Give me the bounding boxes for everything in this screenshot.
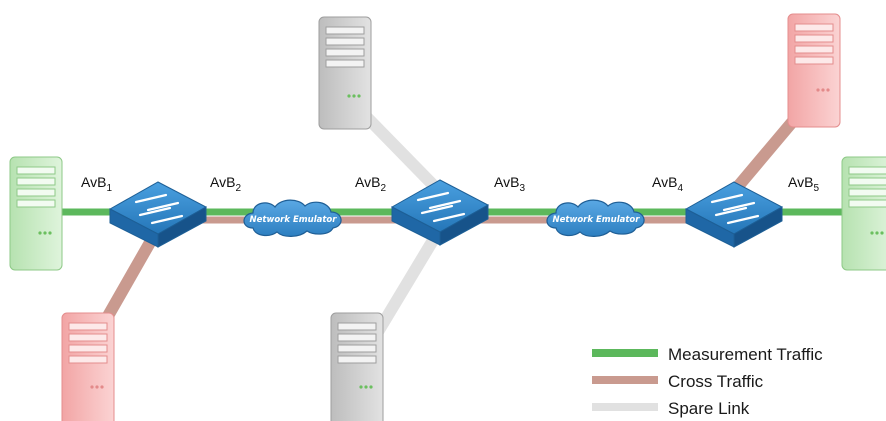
hop-label-1: AvB1 [81, 174, 112, 194]
switch-2 [390, 179, 490, 246]
switch-3 [684, 181, 784, 248]
switch-1 [108, 181, 208, 248]
emulator-label: Network Emulator [250, 215, 338, 225]
legend-label-cross: Cross Traffic [668, 372, 764, 391]
hop-label-5: AvB4 [652, 174, 683, 194]
legend-swatch-cross [592, 376, 658, 384]
server-green-right [841, 156, 886, 271]
server-red-top-right [787, 13, 841, 128]
server-red-bottom-left [61, 312, 115, 421]
legend-swatch-spare [592, 403, 658, 411]
hop-label-6: AvB5 [788, 174, 819, 194]
network-emulator-1: Network Emulator [243, 199, 342, 237]
legend-label-spare: Spare Link [668, 399, 750, 418]
hop-labels: AvB1 AvB2 AvB2 AvB3 AvB4 AvB5 [81, 174, 819, 194]
hop-label-3: AvB2 [355, 174, 386, 194]
server-gray-bottom [330, 312, 384, 421]
legend-label-measurement: Measurement Traffic [668, 345, 823, 364]
network-emulator-2: Network Emulator [546, 199, 645, 237]
legend: Measurement Traffic Cross Traffic Spare … [592, 345, 823, 418]
legend-swatch-measurement [592, 349, 658, 357]
emulator-label: Network Emulator [553, 215, 641, 225]
server-gray-top [318, 16, 372, 130]
server-green-left [9, 156, 63, 271]
hop-label-4: AvB3 [494, 174, 525, 194]
hop-label-2: AvB2 [210, 174, 241, 194]
